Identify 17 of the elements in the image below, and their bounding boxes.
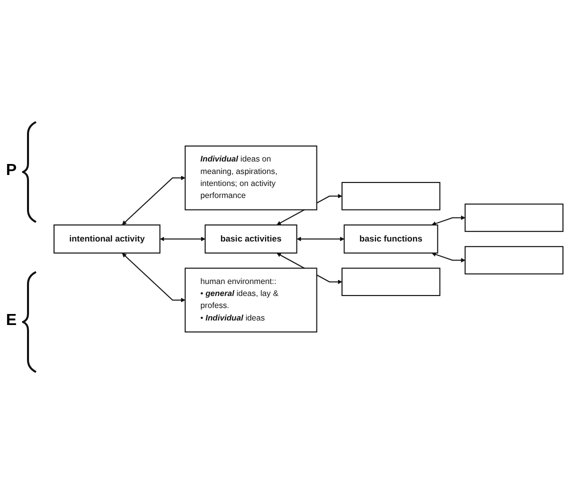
- node-box: basic functions: [344, 224, 438, 254]
- node-box: [342, 268, 440, 296]
- arrow: [160, 236, 206, 242]
- node-box: [464, 204, 564, 232]
- node-box: Individual ideas on meaning, aspirations, intentions; on activity performance: [184, 146, 318, 210]
- group-letter: E: [6, 312, 17, 330]
- node-box: [464, 246, 564, 274]
- arrow: [122, 176, 186, 226]
- arrow: [296, 236, 344, 242]
- arrow: [432, 252, 466, 262]
- arrow: [122, 252, 186, 302]
- node-box: basic activities: [204, 224, 298, 254]
- group-letter: P: [6, 162, 17, 180]
- node-box: [342, 182, 440, 210]
- node-box: intentional activity: [54, 224, 160, 254]
- node-box: human environment:: • general ideas, lay & profess. • Individual ideas: [184, 268, 318, 332]
- arrow: [432, 216, 466, 226]
